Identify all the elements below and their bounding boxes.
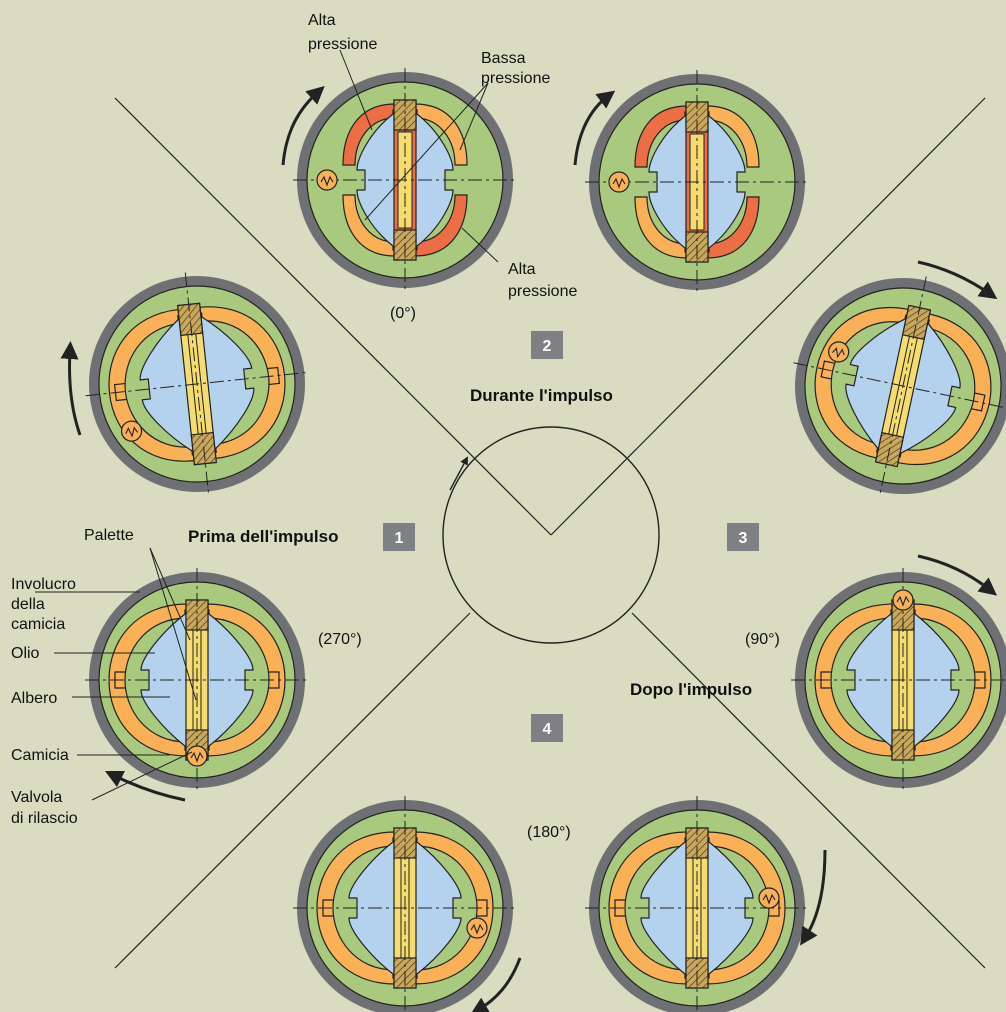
angle-90: (90°) bbox=[745, 631, 780, 648]
svg-text:4: 4 bbox=[543, 721, 552, 738]
svg-text:1: 1 bbox=[395, 530, 404, 547]
unit-4-right bbox=[584, 795, 810, 1012]
label-bassa-pressione: Bassa pressione bbox=[481, 50, 550, 87]
unit-3-lower bbox=[790, 567, 1006, 793]
badge-4: 4 bbox=[531, 714, 563, 742]
cycle-arrow bbox=[449, 456, 468, 491]
label-valvola: Valvola di rilascio bbox=[11, 789, 78, 827]
label-alta-pressione-bottom: Alta pressione bbox=[508, 261, 577, 300]
cycle-circle bbox=[442, 426, 660, 644]
unit-1-upper bbox=[73, 260, 321, 508]
label-involucro: Involucro della camicia bbox=[11, 576, 80, 633]
heading-dopo: Dopo l'impulso bbox=[630, 680, 752, 699]
label-alta-pressione-top: Alta pressione bbox=[308, 12, 377, 53]
svg-text:3: 3 bbox=[739, 530, 748, 547]
unit-4-left bbox=[292, 795, 518, 1012]
label-olio: Olio bbox=[11, 645, 40, 662]
angle-0: (0°) bbox=[390, 305, 416, 322]
angle-270: (270°) bbox=[318, 631, 362, 648]
unit-3-upper bbox=[769, 252, 1006, 520]
unit-1-lower bbox=[84, 567, 310, 793]
badge-2: 2 bbox=[531, 331, 563, 359]
label-palette: Palette bbox=[84, 527, 134, 544]
heading-durante: Durante l'impulso bbox=[470, 386, 613, 405]
leader-lines bbox=[35, 49, 499, 801]
svg-text:2: 2 bbox=[543, 338, 552, 355]
rotation-arrows bbox=[60, 86, 998, 1012]
heading-prima: Prima dell'impulso bbox=[188, 527, 338, 546]
label-camicia: Camicia bbox=[11, 747, 69, 764]
badge-1: 1 bbox=[383, 523, 415, 551]
label-albero: Albero bbox=[11, 690, 57, 707]
badge-3: 3 bbox=[727, 523, 759, 551]
unit-0-right bbox=[584, 69, 810, 295]
unit-0-left bbox=[292, 67, 518, 293]
angle-180: (180°) bbox=[527, 824, 571, 841]
diagonal-guides bbox=[114, 97, 986, 969]
